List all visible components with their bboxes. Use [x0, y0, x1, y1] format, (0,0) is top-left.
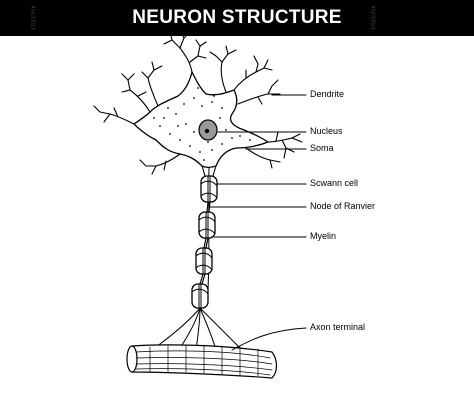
muscle-fiber	[126, 344, 278, 379]
label-nucleus: Nucleus	[310, 126, 343, 136]
soma-texture	[153, 87, 251, 161]
leader-axon-terminal	[231, 327, 307, 351]
leader-lines	[209, 94, 307, 351]
label-dendrite: Dendrite	[310, 89, 345, 99]
page-title: NEURON STRUCTURE	[132, 7, 342, 28]
label-soma: Soma	[310, 143, 334, 153]
label-myelin: Myelin	[310, 231, 337, 241]
soma-outline	[133, 71, 269, 169]
schwann-cell-wrap	[191, 180, 218, 295]
label-schwann-cell: Scwann cell	[310, 178, 359, 188]
myelin-sheath	[191, 175, 218, 309]
nucleolus	[204, 128, 210, 134]
dendrites	[93, 29, 303, 175]
title-bar: NEURON STRUCTURE FREEPIK FREEPIK	[0, 0, 474, 36]
label-node-of-ranvier: Node of Ranvier	[310, 201, 376, 211]
label-axon-terminal: Axon terminal	[310, 322, 366, 332]
muscle-striations	[135, 344, 273, 377]
axon-through-myelin	[198, 175, 211, 309]
